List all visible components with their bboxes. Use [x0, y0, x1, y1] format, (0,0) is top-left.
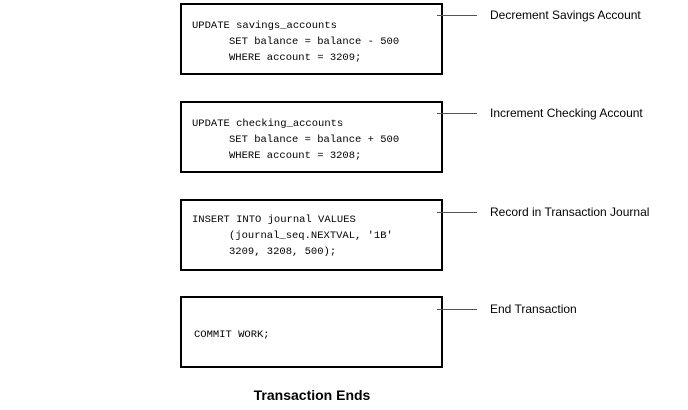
leader-line: [437, 15, 477, 16]
code-line: SET balance = balance + 500: [229, 134, 400, 146]
code-line: WHERE account = 3208;: [229, 150, 362, 162]
code-line: 3209, 3208, 500);: [229, 246, 337, 258]
leader-line: [437, 309, 477, 310]
code-line: WHERE account = 3209;: [229, 52, 362, 64]
sql-code: INSERT INTO journal VALUES (journal_seq.N…: [192, 212, 393, 260]
annotation-end-transaction: End Transaction: [490, 302, 577, 316]
code-line: SET balance = balance - 500: [229, 36, 400, 48]
leader-line: [437, 212, 477, 213]
annotation-increment-checking: Increment Checking Account: [490, 106, 643, 120]
annotation-record-journal: Record in Transaction Journal: [490, 205, 650, 219]
annotation-decrement-savings: Decrement Savings Account: [490, 8, 641, 22]
code-line: COMMIT WORK;: [194, 329, 270, 341]
code-line: (journal_seq.NEXTVAL, '1B': [229, 230, 393, 242]
diagram-title: Transaction Ends: [253, 387, 371, 403]
code-line: UPDATE checking_accounts: [192, 118, 344, 130]
code-line: INSERT INTO journal VALUES: [192, 214, 356, 226]
sql-box-journal-insert: INSERT INTO journal VALUES (journal_seq.N…: [180, 199, 443, 271]
sql-code: COMMIT WORK;: [194, 327, 270, 343]
leader-line: [437, 113, 477, 114]
sql-box-commit: COMMIT WORK;: [180, 296, 443, 368]
code-line: UPDATE savings_accounts: [192, 20, 337, 32]
